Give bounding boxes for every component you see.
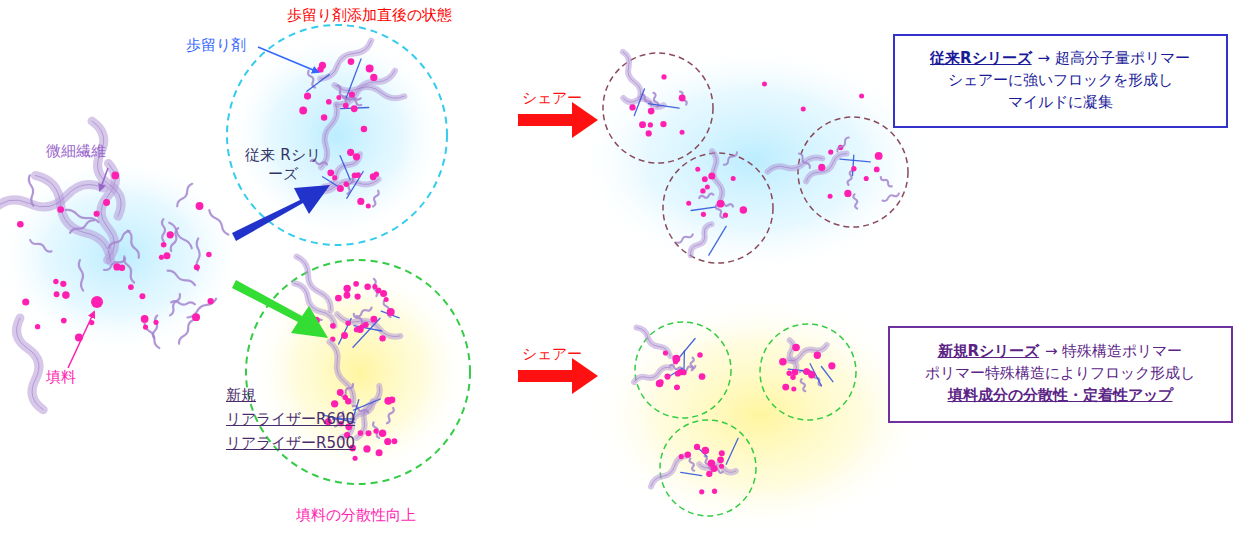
- product-label: リアライザーR600: [226, 410, 355, 429]
- summary-text: → 特殊構造ポリマー: [1045, 342, 1182, 360]
- summary-text: → 超高分子量ポリマー: [1038, 49, 1190, 67]
- retention-agent-label: 歩留り剤: [186, 36, 246, 55]
- series-name: 従来Rシリーズ: [930, 49, 1032, 67]
- summary-text: ポリマー特殊構造によりフロック形成し: [925, 363, 1195, 385]
- state-title: 歩留り剤添加直後の状態: [287, 6, 452, 25]
- series-name: 新規Rシリーズ: [938, 342, 1040, 360]
- summary-box: 従来Rシリーズ → 超高分子量ポリマーシェアーに強いフロックを形成しマイルドに凝集: [893, 34, 1228, 128]
- new-label: 新規: [226, 386, 256, 405]
- shear-label: シェアー: [522, 345, 582, 364]
- fiber-label: 微細繊維: [46, 142, 106, 161]
- summary-text: シェアーに強いフロックを形成し: [948, 70, 1173, 92]
- conventional-series-label: 従来 Rシリーズ: [244, 146, 322, 184]
- summary-box: 新規Rシリーズ → 特殊構造ポリマーポリマー特殊構造によりフロック形成し填料成分の…: [888, 326, 1233, 423]
- dispersion-label: 填料の分散性向上: [296, 506, 416, 525]
- summary-heading-line: 新規Rシリーズ → 特殊構造ポリマー: [938, 341, 1183, 363]
- summary-text: マイルドに凝集: [1008, 92, 1113, 114]
- summary-text: 填料成分の分散性・定着性アップ: [948, 385, 1173, 407]
- product-label: リアライザーR500: [226, 434, 355, 453]
- summary-heading-line: 従来Rシリーズ → 超高分子量ポリマー: [930, 48, 1190, 70]
- shear-label: シェアー: [522, 89, 582, 108]
- filler-label: 填料: [46, 368, 76, 387]
